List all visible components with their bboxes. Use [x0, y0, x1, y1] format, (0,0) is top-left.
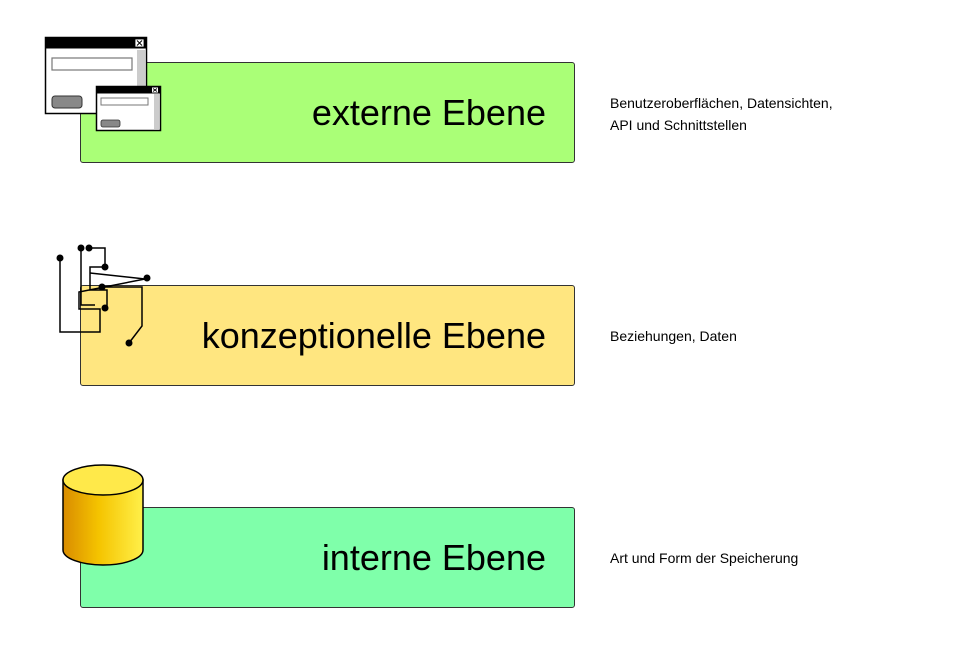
external-desc-line-2: API und Schnittstellen: [610, 117, 747, 133]
window-dialog-icon: [44, 36, 162, 132]
external-layer-box: externe Ebene: [80, 62, 575, 163]
conceptual-layer-description: Beziehungen, Daten: [610, 325, 940, 347]
internal-layer-title: interne Ebene: [321, 536, 546, 578]
small-window-icon: [95, 85, 162, 132]
external-desc-line-1: Benutzeroberflächen, Datensichten,: [610, 95, 833, 111]
database-cylinder-icon: [62, 464, 144, 566]
conceptual-layer-box: konzeptionelle Ebene: [80, 285, 575, 386]
external-layer-title: externe Ebene: [311, 91, 546, 133]
internal-desc-line-1: Art und Form der Speicherung: [610, 550, 799, 566]
conceptual-desc-line-1: Beziehungen, Daten: [610, 328, 737, 344]
conceptual-layer-title: konzeptionelle Ebene: [201, 314, 546, 356]
internal-layer-description: Art und Form der Speicherung: [610, 547, 940, 569]
relationship-graph-icon: [56, 244, 151, 347]
external-layer-description: Benutzeroberflächen, Datensichten, API u…: [610, 92, 940, 136]
internal-layer-box: interne Ebene: [80, 507, 575, 608]
